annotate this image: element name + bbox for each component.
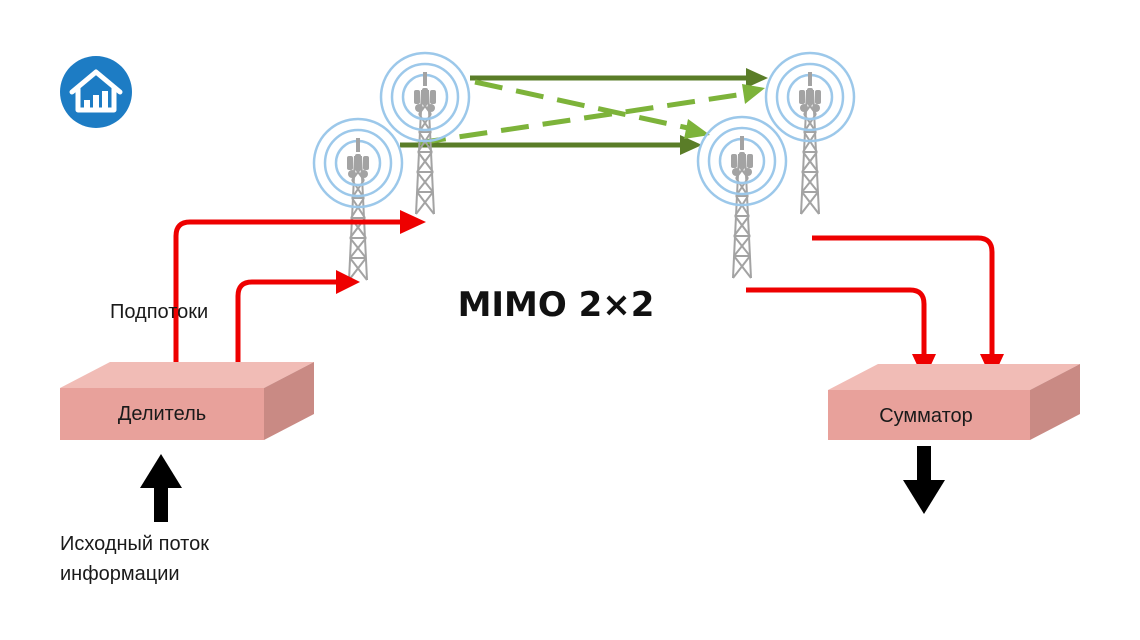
diagram-title: MIMO 2×2 (458, 285, 655, 325)
source-label-line2: информации (60, 563, 180, 585)
combiner-box: Сумматор (828, 364, 1080, 440)
splitter-box: Делитель (60, 362, 314, 440)
splitter-label: Делитель (118, 403, 206, 425)
source-label-line1: Исходный поток (60, 533, 209, 555)
link-solid-top (470, 68, 768, 88)
house-chart-icon (60, 56, 132, 128)
link-dashed-up (417, 84, 765, 146)
substream-paths-tx (173, 210, 426, 362)
substream-paths-rx (746, 235, 1004, 380)
antenna-tower-icon (696, 115, 788, 280)
output-arrow-icon (903, 446, 945, 514)
mimo-links (400, 68, 768, 155)
antenna-tower-icon (764, 51, 856, 216)
combiner-label: Сумматор (879, 405, 973, 427)
substreams-label: Подпотоки (110, 301, 208, 323)
input-arrow-icon (140, 454, 182, 522)
antenna-tower-icon (312, 117, 404, 282)
link-solid-bottom (400, 135, 702, 155)
link-dashed-down (474, 79, 710, 139)
